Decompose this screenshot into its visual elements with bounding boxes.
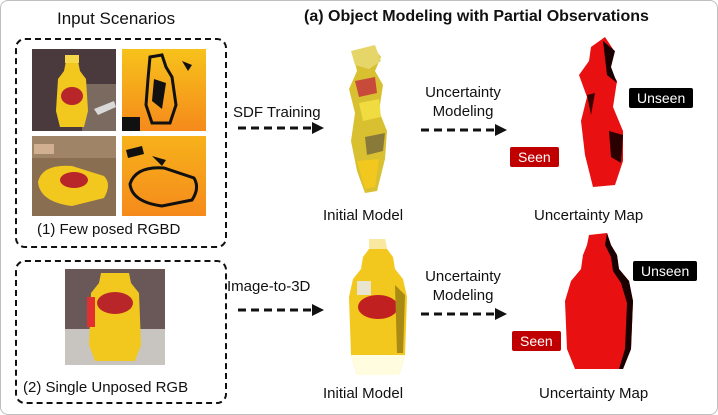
uncertainty-map-caption-row1: Uncertainty Map [534, 207, 644, 224]
step1-label-row1: SDF Training [233, 104, 321, 121]
step2-label-row1-line2: Modeling [432, 103, 494, 120]
step2-label-row1-line1: Uncertainty [425, 84, 501, 101]
seen-tag-row1: Seen [510, 147, 559, 167]
seen-tag-row2: Seen [512, 331, 561, 351]
dashed-arrow-row2-a [238, 304, 324, 316]
initial-model-caption-row1: Initial Model [323, 207, 404, 224]
dashed-arrow-row1-b [421, 124, 507, 136]
rgb-image-2 [32, 136, 116, 216]
dashed-arrow-row1-a [238, 122, 324, 134]
step2-label-row2-line1: Uncertainty [425, 268, 501, 285]
scenario2-input-box [15, 260, 227, 404]
initial-model-row1 [349, 45, 387, 193]
dashed-arrow-row2-b [421, 308, 507, 320]
uncertainty-map-row2 [565, 233, 633, 369]
initial-model-caption-row2: Initial Model [323, 385, 404, 402]
unseen-tag-row1: Unseen [629, 88, 694, 108]
rgb-image-single [65, 269, 165, 365]
unseen-tag-row2: Unseen [633, 261, 698, 281]
step2-label-row2-line2: Modeling [432, 287, 494, 304]
depth-image-1 [122, 49, 206, 131]
section-title: (a) Object Modeling with Partial Observa… [304, 8, 649, 25]
scenario1-input-box [15, 38, 227, 248]
input-scenarios-title: Input Scenarios [57, 9, 176, 28]
uncertainty-map-caption-row2: Uncertainty Map [539, 385, 649, 402]
depth-image-2 [122, 136, 206, 216]
initial-model-row2 [349, 239, 407, 375]
rgb-image-1 [32, 49, 116, 131]
step1-label-row2: Image-to-3D [227, 278, 311, 295]
scenario2-caption: (2) Single Unposed RGB [23, 379, 189, 396]
uncertainty-map-row1 [579, 37, 623, 187]
scenario1-caption: (1) Few posed RGBD [37, 221, 181, 238]
